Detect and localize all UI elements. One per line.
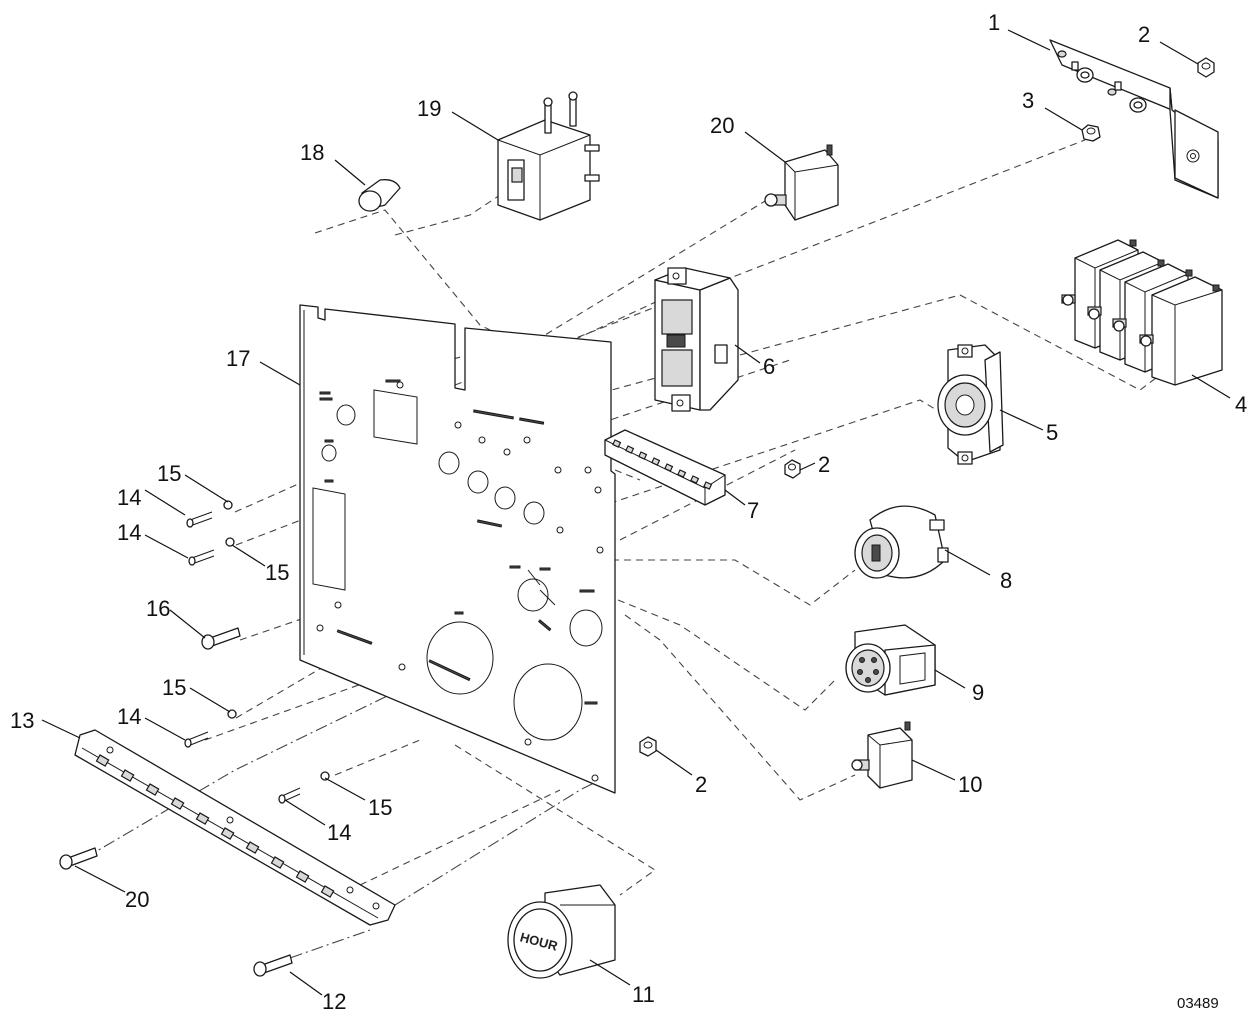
callout-16: 16	[146, 596, 170, 621]
nut-2-middle	[784, 459, 801, 479]
circuit-breaker-bank-4	[1061, 239, 1223, 386]
control-panel-17	[299, 304, 616, 794]
callout-2: 2	[1138, 22, 1150, 47]
callout-19: 19	[417, 96, 441, 121]
callout-15: 15	[265, 560, 289, 585]
callout-11: 11	[632, 982, 655, 1007]
spacer-3	[1081, 124, 1101, 142]
washer-15a	[223, 500, 233, 510]
callout-14: 14	[117, 704, 141, 729]
callout-7: 7	[747, 498, 759, 523]
breaker-switch-19	[497, 91, 600, 221]
screw-12	[253, 954, 293, 977]
hour-meter-11: HOUR	[507, 884, 616, 979]
screw-14b	[188, 549, 215, 566]
callout-14: 14	[117, 485, 141, 510]
callout-4: 4	[1235, 392, 1247, 417]
callout-2: 2	[695, 772, 707, 797]
screw-14a	[186, 511, 213, 528]
callout-6: 6	[763, 354, 775, 379]
callout-20: 20	[710, 113, 734, 138]
callout-9: 9	[972, 680, 984, 705]
callout-14: 14	[327, 820, 351, 845]
callout-12: 12	[322, 989, 346, 1014]
nut-2-top	[1197, 57, 1215, 78]
breaker-10	[851, 721, 913, 789]
callout-20: 20	[125, 887, 149, 912]
callout-labels: 1 2 3 4 5 6 7 2 8 9 10 2 11 12 13 14 14 …	[10, 10, 1247, 1014]
bracket-1	[1049, 39, 1219, 199]
screw-14d	[278, 787, 301, 804]
figure-number: 03489	[1177, 995, 1219, 1012]
callout-17: 17	[226, 346, 250, 371]
push-breaker-20-top	[764, 144, 839, 221]
callout-10: 10	[958, 772, 982, 797]
gfci-receptacle-6	[654, 267, 739, 412]
washer-15b	[225, 537, 235, 547]
callout-15: 15	[162, 675, 186, 700]
screw-14c	[184, 731, 209, 748]
callout-13: 13	[10, 708, 34, 733]
panel-legend-marks	[319, 379, 598, 705]
washer-15d	[320, 771, 330, 781]
callout-18: 18	[300, 140, 324, 165]
hinge-13	[74, 729, 396, 926]
callout-3: 3	[1022, 88, 1034, 113]
fasteners	[59, 500, 330, 977]
callout-5: 5	[1046, 420, 1058, 445]
callout-15: 15	[368, 795, 392, 820]
terminal-strip-7	[604, 429, 726, 506]
callout-15: 15	[157, 461, 181, 486]
callout-14: 14	[117, 520, 141, 545]
screw-20-bottom	[59, 847, 98, 870]
twist-lock-receptacle-5	[937, 344, 1004, 465]
callout-8: 8	[1000, 568, 1012, 593]
screw-16	[201, 627, 241, 650]
connector-9	[845, 624, 936, 696]
nut-2-bottom	[639, 736, 657, 757]
callout-1: 1	[988, 10, 1000, 35]
callout-2: 2	[818, 452, 830, 477]
leader-lines	[41, 29, 1231, 996]
knob-18	[358, 179, 401, 212]
key-switch-8	[854, 505, 949, 579]
